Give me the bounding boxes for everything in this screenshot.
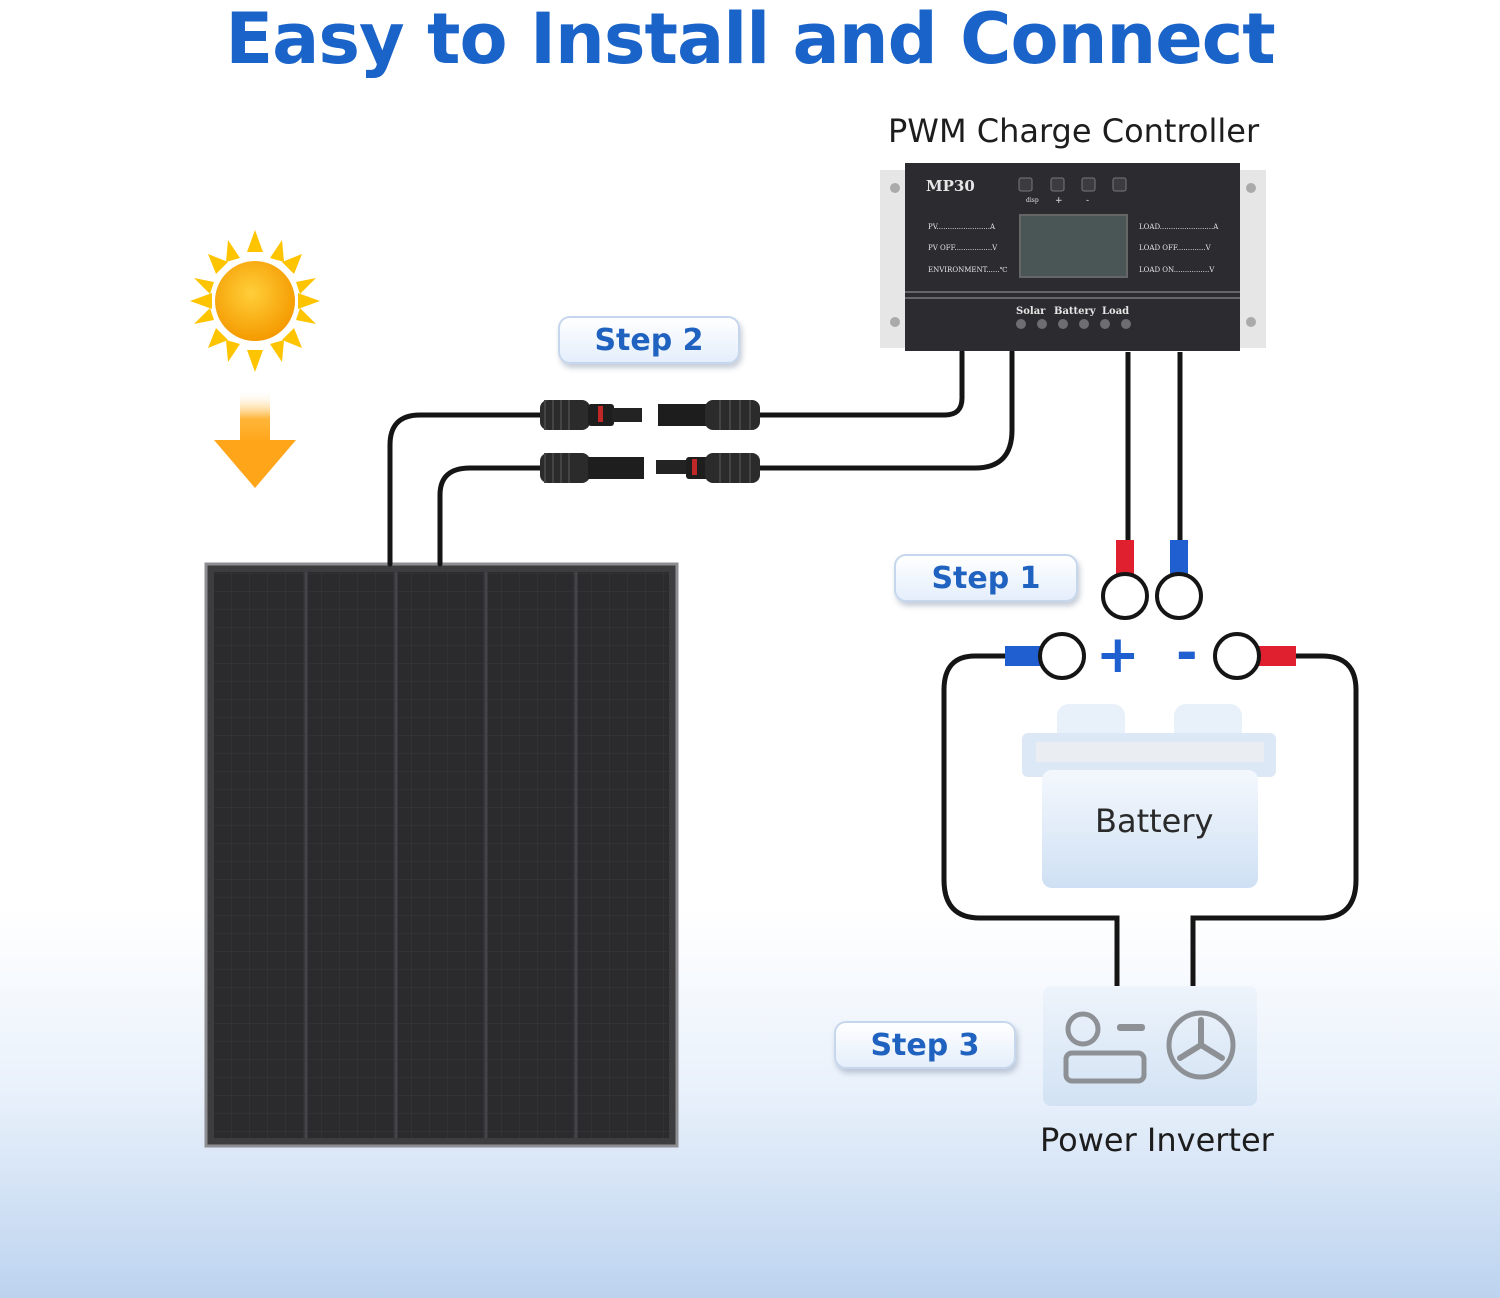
solar-panel — [204, 562, 679, 1148]
step-3-badge: Step 3 — [834, 1021, 1016, 1069]
controller-row-pv: PV........................A — [928, 223, 996, 231]
mc4-connector-bottom-left — [540, 453, 644, 483]
inverter-label: Power Inverter — [1040, 1121, 1274, 1159]
port-label-solar: Solar — [1016, 306, 1046, 317]
battery-terminals — [1005, 632, 1296, 680]
inverter-cables — [941, 653, 1359, 986]
controller-row-load: LOAD........................A — [1139, 223, 1219, 231]
controller-row-load-off: LOAD OFF.............V — [1139, 244, 1212, 252]
controller-model: MP30 — [926, 177, 975, 195]
power-inverter-icon — [1043, 986, 1257, 1106]
controller-row-load-on: LOAD ON................V — [1139, 266, 1215, 274]
battery-label: Battery — [1095, 802, 1214, 840]
controller-row-pv-off: PV OFF.................V — [928, 244, 998, 252]
controller-row-environment: ENVIRONMENT......℃ — [928, 266, 1008, 274]
solar-cables — [387, 349, 1015, 567]
negative-sign: - — [1176, 623, 1198, 683]
mc4-connector-top-right — [658, 400, 760, 430]
step-1-badge: Step 1 — [894, 554, 1078, 602]
button-label-minus: - — [1086, 196, 1089, 206]
down-arrow-icon — [214, 390, 296, 488]
mc4-connector-top-left — [540, 400, 642, 430]
battery-cables — [1101, 352, 1203, 620]
port-label-load: Load — [1102, 306, 1129, 317]
headline: Easy to Install and Connect — [225, 0, 1275, 80]
button-label-plus: + — [1055, 196, 1063, 206]
positive-sign: + — [1096, 625, 1140, 685]
controller-caption: PWM Charge Controller — [888, 112, 1260, 150]
mc4-connector-bottom-right — [656, 453, 760, 483]
button-label-disp: disp — [1026, 197, 1039, 204]
charge-controller — [880, 163, 1266, 351]
battery-icon — [1022, 704, 1276, 888]
step-2-badge: Step 2 — [558, 316, 740, 364]
sun-icon — [190, 230, 320, 372]
port-label-battery: Battery — [1054, 306, 1097, 317]
